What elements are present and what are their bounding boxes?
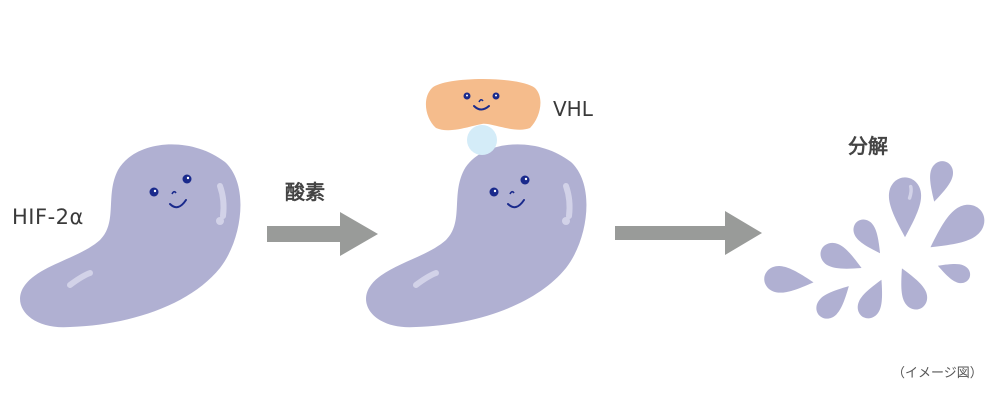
fragment [763, 264, 815, 296]
image-note: （イメージ図） [892, 366, 983, 381]
vhl-protein [425, 79, 541, 131]
degraded-fragments [763, 158, 992, 324]
fragment [923, 158, 956, 205]
arrow-icon [615, 211, 762, 255]
hif2a-protein-2 [366, 144, 587, 328]
fragment [888, 177, 922, 238]
arrow-icon [267, 212, 378, 256]
face-icon [463, 92, 500, 111]
fragment [816, 238, 867, 279]
fragment [920, 197, 992, 262]
binding-site [467, 125, 497, 155]
fragment [853, 274, 892, 323]
fragment [934, 257, 973, 286]
face-icon [149, 174, 192, 209]
hif2a-protein-1 [20, 144, 241, 328]
fragment [891, 263, 932, 314]
hif2a-label: HIF-2α [12, 205, 84, 229]
vhl-label: VHL [553, 97, 593, 121]
degradation-label: 分解 [848, 134, 888, 158]
highlight-icon [217, 183, 227, 219]
fragment [811, 278, 857, 324]
face-icon [489, 175, 530, 209]
fragment [849, 215, 889, 260]
oxygen-label: 酸素 [285, 180, 325, 204]
